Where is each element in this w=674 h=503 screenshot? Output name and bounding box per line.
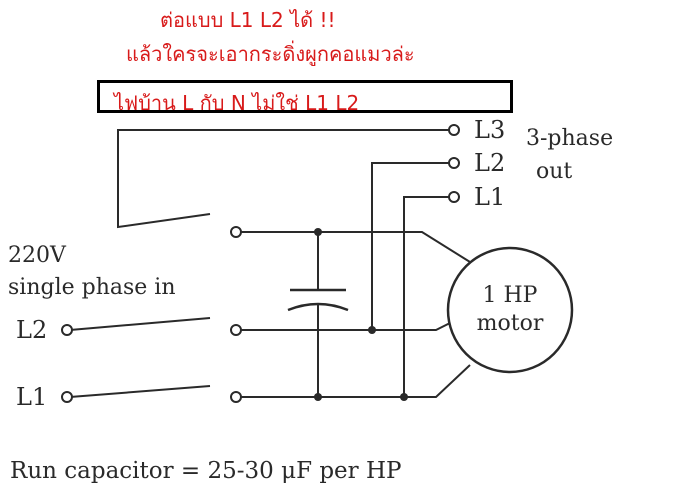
junction-dot bbox=[368, 326, 376, 334]
motor-label-motor: motor bbox=[477, 311, 544, 336]
terminals bbox=[61, 124, 460, 403]
input-label-l2: L2 bbox=[16, 316, 47, 344]
switch-contact bbox=[230, 391, 242, 403]
wire-l1-out bbox=[403, 196, 450, 397]
single-phase-in-label: single phase in bbox=[8, 275, 176, 300]
switch-contact bbox=[230, 324, 242, 336]
terminal-in-l2 bbox=[61, 324, 73, 336]
output-label-l2: L2 bbox=[474, 149, 505, 177]
junction-dots bbox=[314, 228, 408, 401]
wire-l1-bus bbox=[238, 364, 471, 398]
annotation-line-1: ต่อแบบ L1 L2 ได้ !! bbox=[160, 8, 336, 32]
wire-l2-in bbox=[69, 317, 211, 331]
run-capacitor-caption: Run capacitor = 25-30 μF per HP bbox=[10, 458, 402, 484]
annotation-line-2: แล้วใครจะเอากระดิ่งผูกคอแมวล่ะ bbox=[126, 42, 415, 66]
switch-contact bbox=[230, 226, 242, 238]
terminal-out-l1 bbox=[448, 191, 460, 203]
wire-l2-out bbox=[371, 162, 450, 330]
terminal-out-l3 bbox=[448, 124, 460, 136]
annotation-boxed-text: ไฟบ้าน L กับ N ไม่ใช่ L1 L2 bbox=[114, 91, 360, 115]
three-phase-out-label: out bbox=[536, 159, 572, 184]
annotation-box: ไฟบ้าน L กับ N ไม่ใช่ L1 L2 bbox=[97, 80, 513, 115]
wire-top-rail bbox=[238, 231, 471, 263]
output-label-l3: L3 bbox=[474, 116, 505, 144]
terminal-in-l1 bbox=[61, 391, 73, 403]
three-phase-label: 3-phase bbox=[526, 126, 613, 151]
junction-dot bbox=[314, 228, 322, 236]
wire-l3-feed bbox=[117, 129, 450, 229]
output-label-l1: L1 bbox=[474, 183, 505, 211]
wire-l2-bus bbox=[238, 317, 461, 331]
junction-dot bbox=[314, 393, 322, 401]
junction-dot bbox=[400, 393, 408, 401]
input-label-l1: L1 bbox=[16, 383, 47, 411]
motor-label-hp: 1 HP bbox=[483, 283, 538, 308]
wire-l1-in bbox=[69, 385, 211, 398]
capacitor-symbol bbox=[287, 288, 349, 312]
input-voltage-label: 220V bbox=[8, 243, 67, 268]
motor-circle bbox=[446, 246, 574, 374]
terminal-out-l2 bbox=[448, 157, 460, 169]
